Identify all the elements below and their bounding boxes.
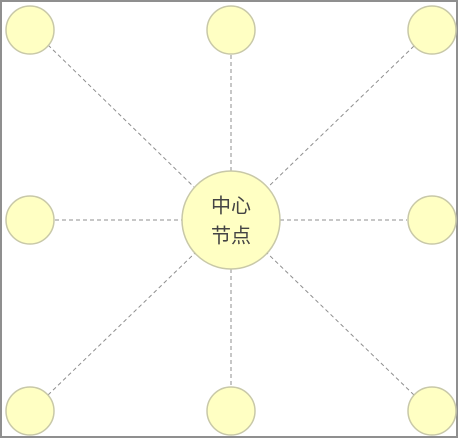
center-node-group[interactable]: 中心 节点 — [181, 170, 281, 270]
center-node[interactable] — [181, 170, 281, 270]
edge-top-left — [47, 44, 196, 189]
node-top-right[interactable] — [407, 5, 457, 55]
node-top-left[interactable] — [5, 5, 55, 55]
node-top-center[interactable] — [206, 5, 256, 55]
outer-nodes — [5, 5, 457, 436]
center-node-label-line2: 节点 — [211, 224, 251, 248]
edge-bottom-right — [266, 252, 415, 396]
node-middle-left[interactable] — [5, 195, 55, 245]
edges — [47, 44, 415, 396]
node-middle-right[interactable] — [407, 195, 457, 245]
edge-bottom-left — [47, 252, 196, 396]
node-bottom-right[interactable] — [407, 386, 457, 436]
node-bottom-left[interactable] — [5, 386, 55, 436]
center-node-label-line1: 中心 — [211, 194, 251, 218]
node-bottom-center[interactable] — [206, 386, 256, 436]
edge-top-right — [266, 45, 415, 189]
